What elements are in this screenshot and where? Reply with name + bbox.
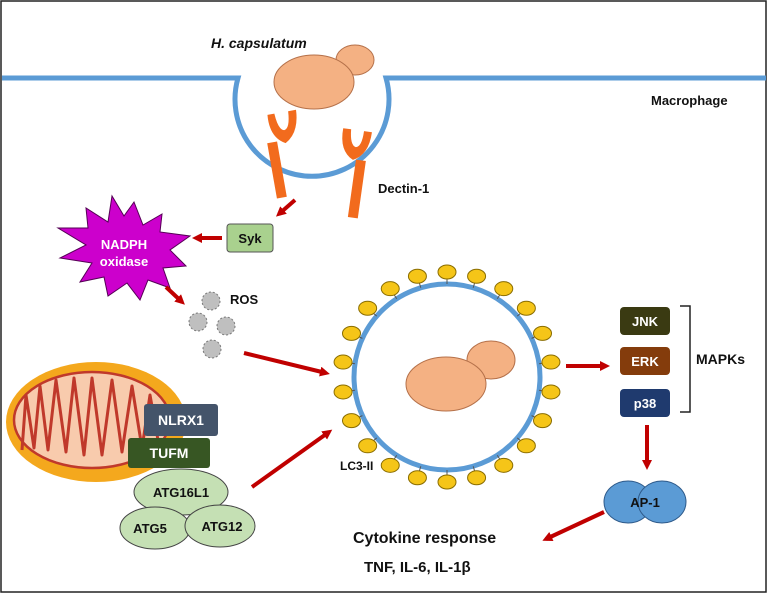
lc3-dot <box>516 300 536 316</box>
arrow-atg-to-autophagosome <box>250 429 333 489</box>
arrow-dectin-to-syk <box>275 198 297 217</box>
lc3-dot <box>380 281 400 297</box>
syk-label: Syk <box>238 231 262 246</box>
lc3-dot <box>494 457 514 473</box>
nadph-label-line1: NADPH <box>101 237 147 252</box>
jnk-label: JNK <box>632 314 659 329</box>
dectin1-receptor-left <box>267 109 297 199</box>
arrow-ros-to-autophagosome <box>243 351 330 377</box>
lc3-dot <box>407 470 427 486</box>
cytokine-list: TNF, IL-6, IL-1β <box>364 559 471 576</box>
lc3-dot <box>341 413 361 429</box>
arrow-nadph-to-ros <box>164 285 185 305</box>
lc3-dot <box>407 268 427 284</box>
lc3-dot <box>380 457 400 473</box>
syk-box <box>226 223 274 253</box>
jnk-box <box>620 307 670 335</box>
mapks-bracket <box>680 305 691 413</box>
lc3-dot <box>358 438 378 454</box>
dectin1-receptor-right <box>342 128 372 219</box>
lc3-dot <box>467 268 487 284</box>
tufm-box <box>128 438 210 468</box>
arrow-ap1-to-cytokines <box>542 510 605 542</box>
lc3-dot <box>541 354 561 370</box>
nlrx1-box <box>144 404 218 436</box>
yeast-cell-phagosome <box>405 340 516 412</box>
mapks-label: MAPKs <box>696 351 745 367</box>
yeast-cell-top <box>273 44 375 110</box>
pathogen-label: H. capsulatum <box>211 35 307 51</box>
dectin1-label: Dectin-1 <box>378 181 429 196</box>
lc3-dot <box>494 281 514 297</box>
lc3-dot <box>333 354 353 370</box>
ros-particles <box>188 291 236 359</box>
nlrx1-label: NLRX1 <box>158 412 204 428</box>
macrophage-label: Macrophage <box>651 93 728 108</box>
cell-membrane <box>2 75 766 179</box>
lc3-dot <box>358 300 378 316</box>
ap1-dimer <box>603 480 687 524</box>
ap1-label: AP-1 <box>630 495 660 510</box>
lc3-dots-group <box>333 264 561 490</box>
lc3-dot <box>333 384 353 400</box>
lc3-dot <box>437 264 457 280</box>
p38-label: p38 <box>634 396 656 411</box>
cytokine-response-title: Cytokine response <box>353 530 496 547</box>
lc3-dot <box>437 474 457 490</box>
lc3-dot <box>467 470 487 486</box>
atg16l1-label: ATG16L1 <box>153 485 209 500</box>
erk-box <box>620 347 670 375</box>
atg12-label: ATG12 <box>202 519 243 534</box>
lc3-dot <box>533 413 553 429</box>
atg5-label: ATG5 <box>133 521 167 536</box>
ros-label: ROS <box>230 292 259 307</box>
nadph-label-line2: oxidase <box>100 254 148 269</box>
nadph-oxidase-burst <box>56 194 192 302</box>
p38-box <box>620 389 670 417</box>
lc3-dot <box>541 384 561 400</box>
lc3-dot <box>533 325 553 341</box>
lc3-dot <box>341 325 361 341</box>
atg12-ellipse <box>184 504 256 548</box>
tufm-label: TUFM <box>150 445 189 461</box>
lc3-dot <box>516 438 536 454</box>
erk-label: ERK <box>631 354 659 369</box>
lc3-label: LC3-II <box>340 459 373 473</box>
